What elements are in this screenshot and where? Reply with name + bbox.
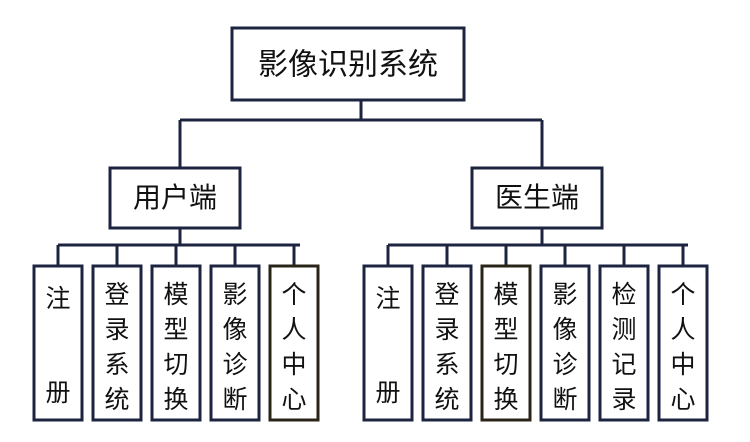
leaf-char: 录 (611, 385, 636, 414)
leaf-box (539, 264, 591, 422)
leaf-char: 换 (163, 385, 188, 414)
leaf-char: 注 (45, 284, 70, 313)
leaf-char: 切 (163, 350, 188, 379)
leaf-char: 诊 (222, 350, 247, 379)
leaf-char: 登 (104, 280, 129, 309)
leaf-char: 册 (375, 378, 400, 407)
leaf-node-user: 注册 (32, 264, 84, 422)
leaf-char: 录 (104, 315, 129, 344)
leaf-char: 型 (493, 315, 518, 344)
branch-label-user: 用户端 (133, 181, 217, 214)
leaf-char: 注 (375, 284, 400, 313)
leaf-char: 心 (670, 385, 695, 414)
root-node: 影像识别系统 (230, 26, 466, 102)
leaf-char: 中 (281, 350, 306, 379)
leaf-char: 诊 (552, 350, 577, 379)
leaf-char: 模 (493, 280, 518, 309)
leaf-char: 测 (611, 315, 636, 344)
leaf-char: 册 (45, 378, 70, 407)
branch-node-doctor: 医生端 (470, 166, 604, 230)
leaf-char: 个 (281, 280, 306, 309)
root-title: 影像识别系统 (258, 48, 438, 83)
leaf-char: 中 (670, 350, 695, 379)
leaf-char: 切 (493, 350, 518, 379)
leaf-box (209, 264, 261, 422)
leaf-char: 换 (493, 385, 518, 414)
leaf-box (91, 264, 143, 422)
leaf-char: 人 (281, 315, 306, 344)
leaf-box (362, 264, 414, 422)
leaf-box (480, 264, 532, 422)
leaf-char: 人 (670, 315, 695, 344)
leaf-char: 断 (552, 385, 577, 414)
leaf-box (598, 264, 650, 422)
leaf-char: 断 (222, 385, 247, 414)
leaf-char: 登 (434, 280, 459, 309)
leaf-char: 统 (104, 385, 129, 414)
connector-lines (56, 100, 688, 266)
leaf-char: 影 (552, 280, 577, 309)
leaf-char: 记 (611, 350, 636, 379)
leaf-char: 像 (222, 315, 247, 344)
leaf-box (268, 264, 320, 422)
leaf-char: 个 (670, 280, 695, 309)
leaf-box (421, 264, 473, 422)
leaf-char: 模 (163, 280, 188, 309)
leaf-char: 系 (104, 350, 129, 379)
leaf-char: 统 (434, 385, 459, 414)
leaf-char: 录 (434, 315, 459, 344)
leaf-char: 系 (434, 350, 459, 379)
leaf-char: 检 (611, 280, 636, 309)
leaf-char: 像 (552, 315, 577, 344)
leaf-char: 心 (281, 385, 306, 414)
leaf-node-doctor: 注册 (362, 264, 414, 422)
branch-label-doctor: 医生端 (495, 181, 579, 214)
leaf-box (657, 264, 709, 422)
leaf-box (32, 264, 84, 422)
leaf-box (150, 264, 202, 422)
leaf-char: 影 (222, 280, 247, 309)
branch-node-user: 用户端 (108, 166, 242, 230)
leaf-char: 型 (163, 315, 188, 344)
